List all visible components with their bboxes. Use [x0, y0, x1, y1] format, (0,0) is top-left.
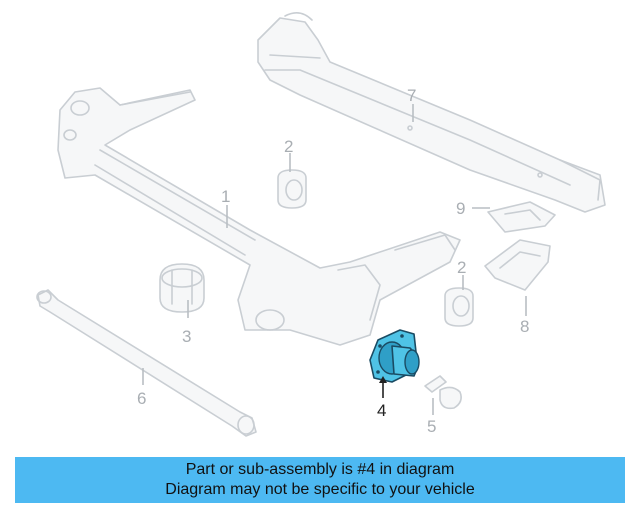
callout-label-3: 3: [182, 327, 191, 346]
parts-diagram: 1 2 2 3 4 5 6 7 8 9: [36, 12, 606, 437]
callout-label-6: 6: [137, 389, 146, 408]
banner-line-part-number: Part or sub-assembly is #4 in diagram: [185, 461, 455, 478]
bushing-part-3: [159, 263, 205, 313]
bushing-part-2-upper: [277, 169, 307, 209]
callout-label-2b: 2: [457, 258, 466, 277]
callout-label-7: 7: [407, 86, 416, 105]
callout-label-5: 5: [427, 417, 436, 436]
callout-label-2a: 2: [284, 137, 293, 156]
banner-line-disclaimer: Diagram may not be specific to your vehi…: [165, 481, 475, 498]
callout-label-9: 9: [456, 199, 465, 218]
axle-beam-part-1: [57, 87, 461, 346]
hub-part-4-highlighted: [369, 329, 420, 383]
callout-label-4: 4: [377, 401, 386, 420]
bracket-part-9: [487, 201, 556, 233]
callout-labels: 1 2 2 3 4 5 6 7 8 9: [137, 86, 529, 436]
info-banner: Part or sub-assembly is #4 in diagram Di…: [15, 457, 625, 503]
callout-arrow-4: [379, 376, 387, 383]
bracket-part-8: [484, 239, 551, 291]
callout-label-8: 8: [520, 317, 529, 336]
bushing-part-2-lower: [444, 287, 474, 327]
bolt-part-5: [424, 375, 462, 410]
lateral-link-part-6: [36, 289, 257, 437]
callout-label-1: 1: [221, 187, 230, 206]
callout-lines: [142, 104, 527, 415]
crossmember-part-7: [257, 12, 606, 213]
